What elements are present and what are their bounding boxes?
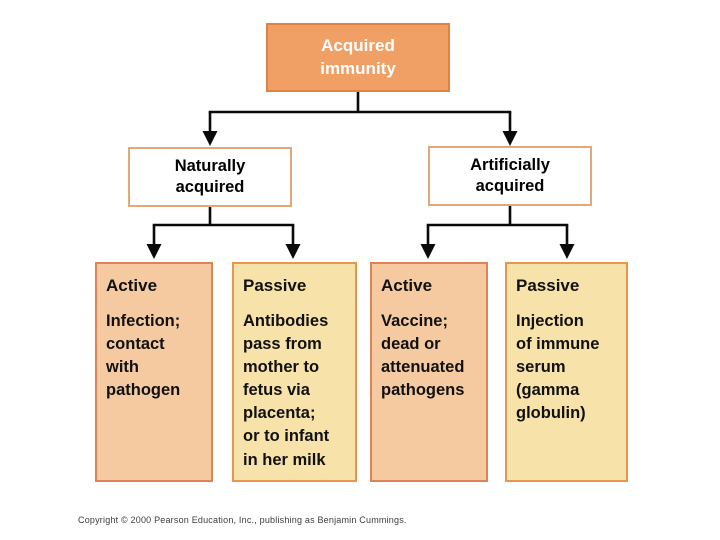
arrow-to-naturally-acquired [202,131,218,146]
leaf-body: Vaccine; dead or attenuated pathogens [381,312,465,400]
connector-root-to-branches [202,92,518,146]
node-naturally-acquired-label: Naturally acquired [174,157,246,196]
leaf-body: Injection of immune serum (gamma globuli… [516,312,600,423]
connector-artificial-to-leaves [420,206,575,259]
connector-natural-to-leaves [146,207,301,259]
arrow-to-artificially-acquired [502,131,518,146]
arrow-to-artificial-passive [559,244,575,259]
node-artificially-acquired-label: Artificially acquired [470,156,550,195]
copyright-text: Copyright © 2000 Pearson Education, Inc.… [78,515,407,525]
arrow-to-artificial-active [420,244,436,259]
leaf-heading: Active [106,276,158,295]
leaf-heading: Passive [516,276,580,295]
node-artificially-acquired: Artificially acquired [428,146,592,206]
leaf-heading: Passive [243,276,307,295]
arrow-to-natural-passive [285,244,301,259]
node-acquired-immunity-label: Acquired immunity [320,36,396,78]
node-natural-active: Active Infection; contact with pathogen [95,262,213,482]
leaf-body: Infection; contact with pathogen [106,312,181,400]
arrow-to-natural-active [146,244,162,259]
node-naturally-acquired: Naturally acquired [128,147,292,207]
node-artificial-active: Active Vaccine; dead or attenuated patho… [370,262,488,482]
node-natural-passive: Passive Antibodies pass from mother to f… [232,262,357,482]
node-acquired-immunity: Acquired immunity [266,23,450,92]
leaf-body: Antibodies pass from mother to fetus via… [243,312,330,469]
leaf-heading: Active [381,276,433,295]
node-artificial-passive: Passive Injection of immune serum (gamma… [505,262,628,482]
